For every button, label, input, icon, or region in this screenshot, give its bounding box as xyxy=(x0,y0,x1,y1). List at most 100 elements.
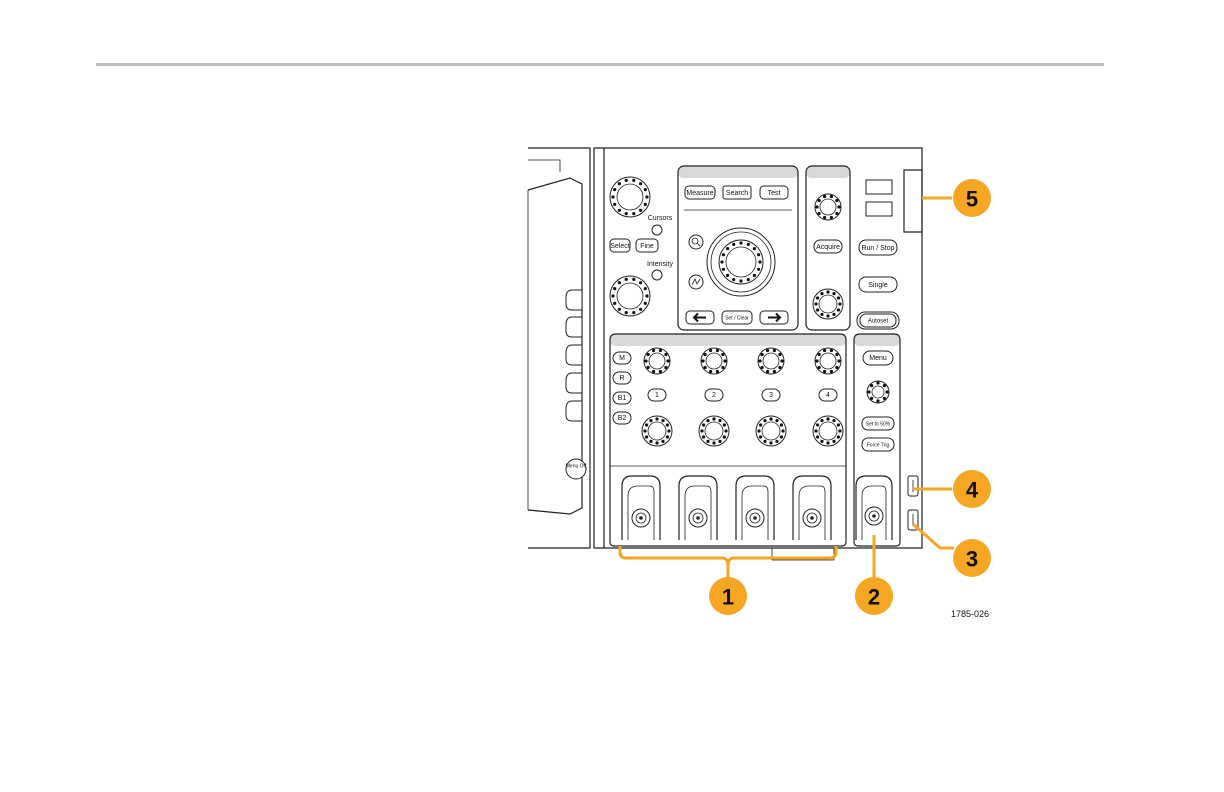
search-button[interactable]: Search xyxy=(723,186,751,199)
pan-zoom-knob[interactable] xyxy=(707,228,775,296)
autoset-button[interactable]: Autoset xyxy=(857,312,899,329)
bezel-side-buttons xyxy=(566,290,582,421)
intensity-button[interactable] xyxy=(652,270,662,280)
knob-grip-dot xyxy=(625,212,628,215)
horizontal-scale-knob[interactable] xyxy=(813,289,843,319)
bus-2-label: B2 xyxy=(618,415,627,422)
knob-grip-dot xyxy=(652,370,655,373)
knob-grip-dot xyxy=(625,311,628,314)
knob-grip-dot xyxy=(766,349,769,352)
knob-grip-dot xyxy=(712,441,715,444)
knob-grip-dot xyxy=(666,359,669,362)
measure-button[interactable]: Measure xyxy=(685,186,715,199)
menu-off-button[interactable]: Menu Off xyxy=(566,459,587,479)
bus-1-button[interactable]: B1 xyxy=(613,392,631,404)
run-stop-button[interactable]: Run / Stop xyxy=(859,240,897,255)
bezel-button-5[interactable] xyxy=(566,401,582,421)
knob-grip-dot xyxy=(716,370,719,373)
autoset-label: Autoset xyxy=(868,319,889,325)
knob-grip-dot xyxy=(815,359,818,362)
knob-grip-dot xyxy=(613,203,616,206)
knob-grip-dot xyxy=(644,287,647,290)
fine-button[interactable]: Fine xyxy=(636,239,658,252)
ch3-position-knob[interactable] xyxy=(758,348,784,374)
knob-grip-dot xyxy=(814,429,817,432)
knob-grip-dot xyxy=(723,359,726,362)
knob-grip-dot xyxy=(726,247,729,250)
cursors-button[interactable] xyxy=(652,225,662,235)
knob-grip-dot xyxy=(763,440,766,443)
bezel-button-4[interactable] xyxy=(566,373,582,393)
bus-2-button[interactable]: B2 xyxy=(613,412,631,424)
math-button[interactable]: M xyxy=(613,352,631,364)
callout-2: 2 xyxy=(855,577,893,615)
ch4-input-bnc[interactable] xyxy=(793,476,831,540)
ch4-scale-knob[interactable] xyxy=(813,416,843,446)
callout-4: 4 xyxy=(953,470,991,508)
knob-grip-dot xyxy=(643,429,646,432)
ref-label: R xyxy=(619,375,624,382)
knob-grip-dot xyxy=(759,423,762,426)
force-trig-button[interactable]: Force Trig xyxy=(862,438,894,451)
menu-off-label: Menu Off xyxy=(566,463,587,469)
zoom-button[interactable] xyxy=(689,235,703,249)
channel-1-label: 1 xyxy=(655,392,659,399)
knob-grip-dot xyxy=(769,417,772,420)
knob-grip-dot xyxy=(826,314,829,317)
knob-grip-dot xyxy=(702,435,705,438)
knob-grip-dot xyxy=(644,359,647,362)
knob-grip-dot xyxy=(823,370,826,373)
ch2-input-bnc[interactable] xyxy=(679,476,717,540)
bezel-button-3[interactable] xyxy=(566,345,582,365)
callout-3-label: 3 xyxy=(966,547,978,572)
select-button[interactable]: Select xyxy=(610,239,630,252)
channel-3-button[interactable]: 3 xyxy=(762,389,780,401)
knob-grip-dot xyxy=(726,274,729,277)
set-clear-button[interactable]: Set / Clear xyxy=(722,311,752,324)
channel-2-button[interactable]: 2 xyxy=(705,389,723,401)
multipurpose-knob-b[interactable] xyxy=(610,276,650,316)
callout-1-label: 1 xyxy=(722,585,734,610)
bezel-button-2[interactable] xyxy=(566,317,582,337)
knob-grip-dot xyxy=(618,209,621,212)
ch3-scale-knob[interactable] xyxy=(756,416,786,446)
knob-grip-dot xyxy=(639,281,642,284)
knob-grip-dot xyxy=(639,209,642,212)
trigger-menu-button[interactable]: Menu xyxy=(863,351,893,365)
set-to-50-button[interactable]: Set to 50% xyxy=(862,417,894,430)
ch3-input-bnc[interactable] xyxy=(736,476,774,540)
leader-3 xyxy=(913,524,954,548)
knob-grip-dot xyxy=(732,278,735,281)
knob-grip-dot xyxy=(758,359,761,362)
bezel-button-1[interactable] xyxy=(566,290,582,310)
knob-grip-dot xyxy=(835,199,838,202)
ch4-position-knob[interactable] xyxy=(815,348,841,374)
next-button[interactable] xyxy=(760,311,788,324)
acquire-button[interactable]: Acquire xyxy=(814,240,842,253)
test-button[interactable]: Test xyxy=(760,186,788,199)
channel-1-button[interactable]: 1 xyxy=(648,389,666,401)
aux-trigger-input-bnc[interactable] xyxy=(856,476,892,540)
callout-4-label: 4 xyxy=(966,478,979,503)
knob-grip-dot xyxy=(826,290,829,293)
ch2-scale-knob[interactable] xyxy=(699,416,729,446)
knob-grip-dot xyxy=(639,182,642,185)
knob-grip-dot xyxy=(644,188,647,191)
knob-grip-dot xyxy=(613,302,616,305)
channel-4-button[interactable]: 4 xyxy=(819,389,837,401)
trigger-level-knob[interactable] xyxy=(867,381,889,403)
ch1-scale-knob[interactable] xyxy=(642,416,672,446)
single-button[interactable]: Single xyxy=(859,277,897,292)
horizontal-position-knob[interactable] xyxy=(815,194,841,220)
ch2-position-knob[interactable] xyxy=(701,348,727,374)
select-label: Select xyxy=(610,243,630,250)
ch1-input-bnc[interactable] xyxy=(622,476,660,540)
multipurpose-knob-a[interactable] xyxy=(610,177,650,217)
ch1-position-knob[interactable] xyxy=(644,348,670,374)
knob-grip-dot xyxy=(826,441,829,444)
play-pause-button[interactable] xyxy=(689,275,703,289)
figure-id: 1785-026 xyxy=(951,609,989,619)
previous-button[interactable] xyxy=(686,311,714,324)
ref-button[interactable]: R xyxy=(613,372,631,384)
